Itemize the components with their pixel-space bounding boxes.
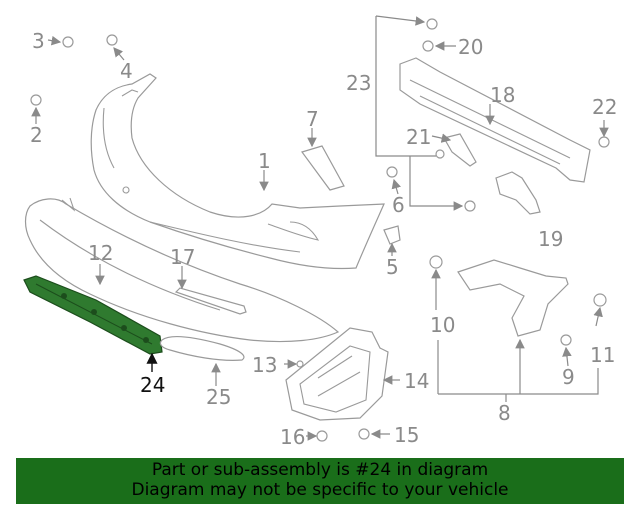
callout-3: 3 (32, 29, 45, 53)
exhaust-tip-part-7 (301, 145, 345, 191)
clip-part-5 (383, 225, 401, 245)
bracket-part-19 (495, 171, 541, 215)
callout-16: 16 (280, 425, 305, 449)
callout-23: 23 (346, 71, 371, 95)
callout-4: 4 (120, 59, 133, 83)
banner-line-2: Diagram may not be specific to your vehi… (131, 480, 509, 500)
bracket-part-21 (443, 133, 477, 167)
bracket-part-8 (457, 259, 569, 337)
reinforcement-part-24 (23, 275, 163, 355)
callout-6: 6 (392, 193, 405, 217)
leader-lines (31, 15, 609, 441)
callout-18: 18 (490, 83, 515, 107)
callout-22: 22 (592, 95, 617, 119)
callout-5: 5 (386, 255, 399, 279)
parts-diagram: 3 4 2 1 7 12 17 24 25 13 14 16 15 5 6 23… (23, 15, 617, 449)
callout-9: 9 (562, 365, 575, 389)
reflector-part-25 (159, 335, 245, 361)
callout-labels: 3 4 2 1 7 12 17 24 25 13 14 16 15 5 6 23… (30, 29, 617, 449)
bumper-cover-part-1 (90, 73, 385, 270)
callout-12: 12 (88, 241, 113, 265)
bumper-beam-part-18 (399, 57, 591, 183)
callout-10: 10 (430, 313, 455, 337)
banner-line-1: Part or sub-assembly is #24 in diagram (151, 460, 489, 480)
callout-24: 24 (140, 373, 165, 397)
callout-14: 14 (404, 369, 429, 393)
callout-11: 11 (590, 343, 615, 367)
notice-banner: Part or sub-assembly is #24 in diagram D… (16, 458, 624, 504)
callout-2: 2 (30, 123, 43, 147)
callout-13: 13 (252, 353, 277, 377)
callout-21: 21 (406, 125, 431, 149)
callout-15: 15 (394, 423, 419, 447)
callout-25: 25 (206, 385, 231, 409)
callout-1: 1 (258, 149, 271, 173)
callout-17: 17 (170, 245, 195, 269)
fasteners (30, 18, 610, 442)
callout-7: 7 (306, 107, 319, 131)
callout-19: 19 (538, 227, 563, 251)
under-cover-part-14 (285, 327, 389, 421)
callout-20: 20 (458, 35, 483, 59)
callout-8: 8 (498, 401, 511, 425)
